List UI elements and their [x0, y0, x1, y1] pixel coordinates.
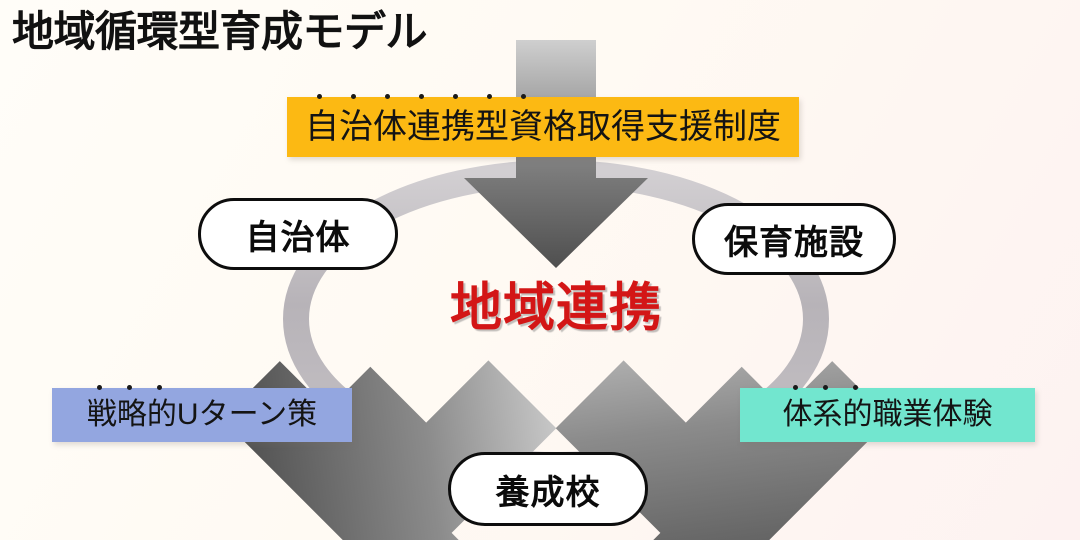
center-label: 地域連携 — [449, 279, 663, 338]
node-nursery[interactable]: 保育施設 — [692, 203, 896, 275]
page-title: 地域循環型育成モデル — [12, 8, 428, 55]
banner-top-text-wrap: 自治体連携型資格取得支援制度 — [305, 93, 781, 147]
banner-support-system[interactable]: 自治体連携型資格取得支援制度 — [287, 93, 799, 157]
banner-top-label: 自治体連携型資格取得支援制度 — [305, 107, 781, 146]
banner-left-text-wrap: 戦略的Uターン策 — [86, 385, 318, 432]
node-municipality[interactable]: 自治体 — [198, 198, 398, 270]
node-nursery-label: 保育施設 — [724, 223, 864, 262]
node-school[interactable]: 養成校 — [448, 452, 648, 526]
banner-right-text-wrap: 体系的職業体験 — [782, 385, 993, 432]
banner-left-label: 戦略的Uターン策 — [86, 398, 318, 431]
banner-uturn-policy[interactable]: 戦略的Uターン策 — [52, 385, 352, 442]
banner-career-experience[interactable]: 体系的職業体験 — [740, 385, 1035, 442]
node-school-label: 養成校 — [495, 473, 601, 512]
node-municipality-label: 自治体 — [245, 218, 351, 257]
banner-right-label: 体系的職業体験 — [782, 398, 993, 431]
